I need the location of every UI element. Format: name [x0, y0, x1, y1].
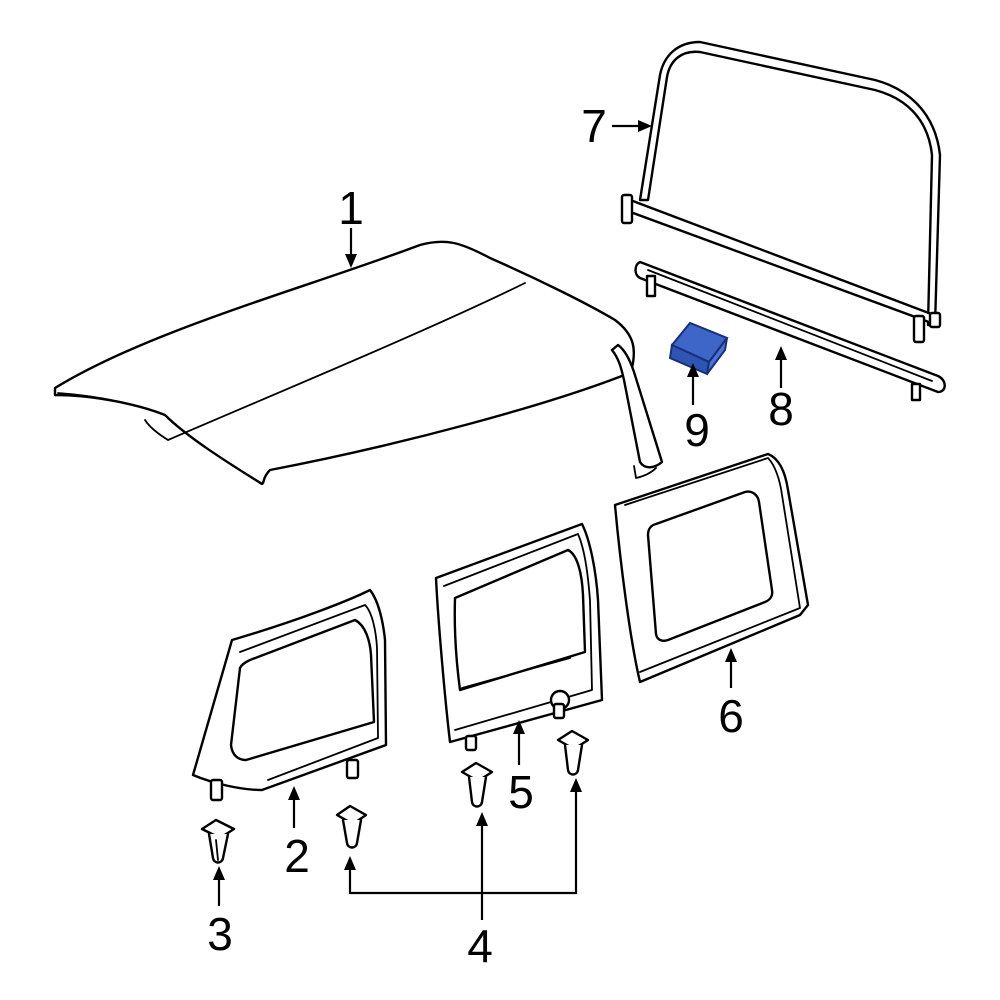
part-4-push-pin-b	[460, 761, 494, 808]
callout-3: 3	[207, 908, 233, 960]
arrow-4a	[344, 856, 356, 870]
arrow-1	[345, 254, 357, 268]
callout-5: 5	[508, 766, 534, 818]
callout-9: 9	[684, 404, 710, 456]
part-4-push-pin-a	[335, 804, 368, 849]
arrow-3	[213, 866, 225, 880]
part-5-center-window	[434, 522, 604, 752]
arrow-4b	[476, 812, 488, 826]
part-6-right-quarter-window	[613, 452, 810, 684]
callout-8: 8	[768, 383, 794, 435]
arrow-7	[638, 120, 652, 132]
callout-numbers: 1 7 8 9 6 5 2 3 4	[207, 100, 794, 972]
part-4-push-pin-c	[556, 729, 590, 776]
callout-7: 7	[581, 100, 607, 152]
leader-lines	[213, 120, 787, 920]
part-9-bracket	[668, 321, 729, 376]
callout-6: 6	[718, 690, 744, 742]
callout-1: 1	[338, 182, 364, 234]
part-7-window-frame	[620, 40, 942, 344]
part-8-trim-rail	[634, 260, 946, 402]
callout-4: 4	[467, 920, 493, 972]
part-2-left-quarter-window	[191, 588, 388, 802]
arrow-6	[725, 648, 737, 662]
arrow-5	[513, 720, 525, 734]
callout-2: 2	[284, 830, 310, 882]
part-1-hard-top	[53, 240, 664, 486]
bracket-side	[706, 337, 728, 375]
part-3-push-pin	[200, 818, 236, 864]
arrow-4c	[570, 778, 582, 792]
arrow-2	[288, 786, 300, 800]
arrow-9	[687, 363, 699, 377]
arrow-8	[775, 346, 787, 360]
